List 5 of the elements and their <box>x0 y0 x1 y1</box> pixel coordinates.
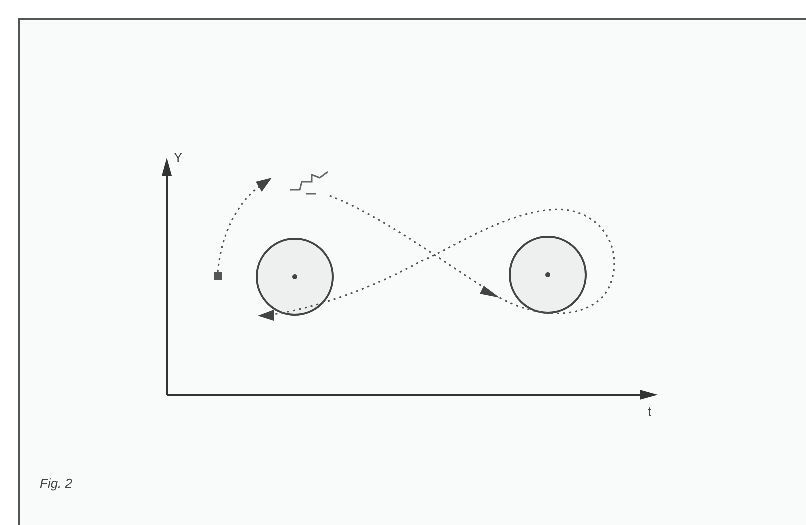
planet-circle <box>256 238 334 316</box>
planet-circle <box>509 236 587 314</box>
figure-caption: Fig. 2 <box>40 476 73 491</box>
axis-label: Y <box>174 150 183 165</box>
axis-label: t <box>648 404 652 419</box>
